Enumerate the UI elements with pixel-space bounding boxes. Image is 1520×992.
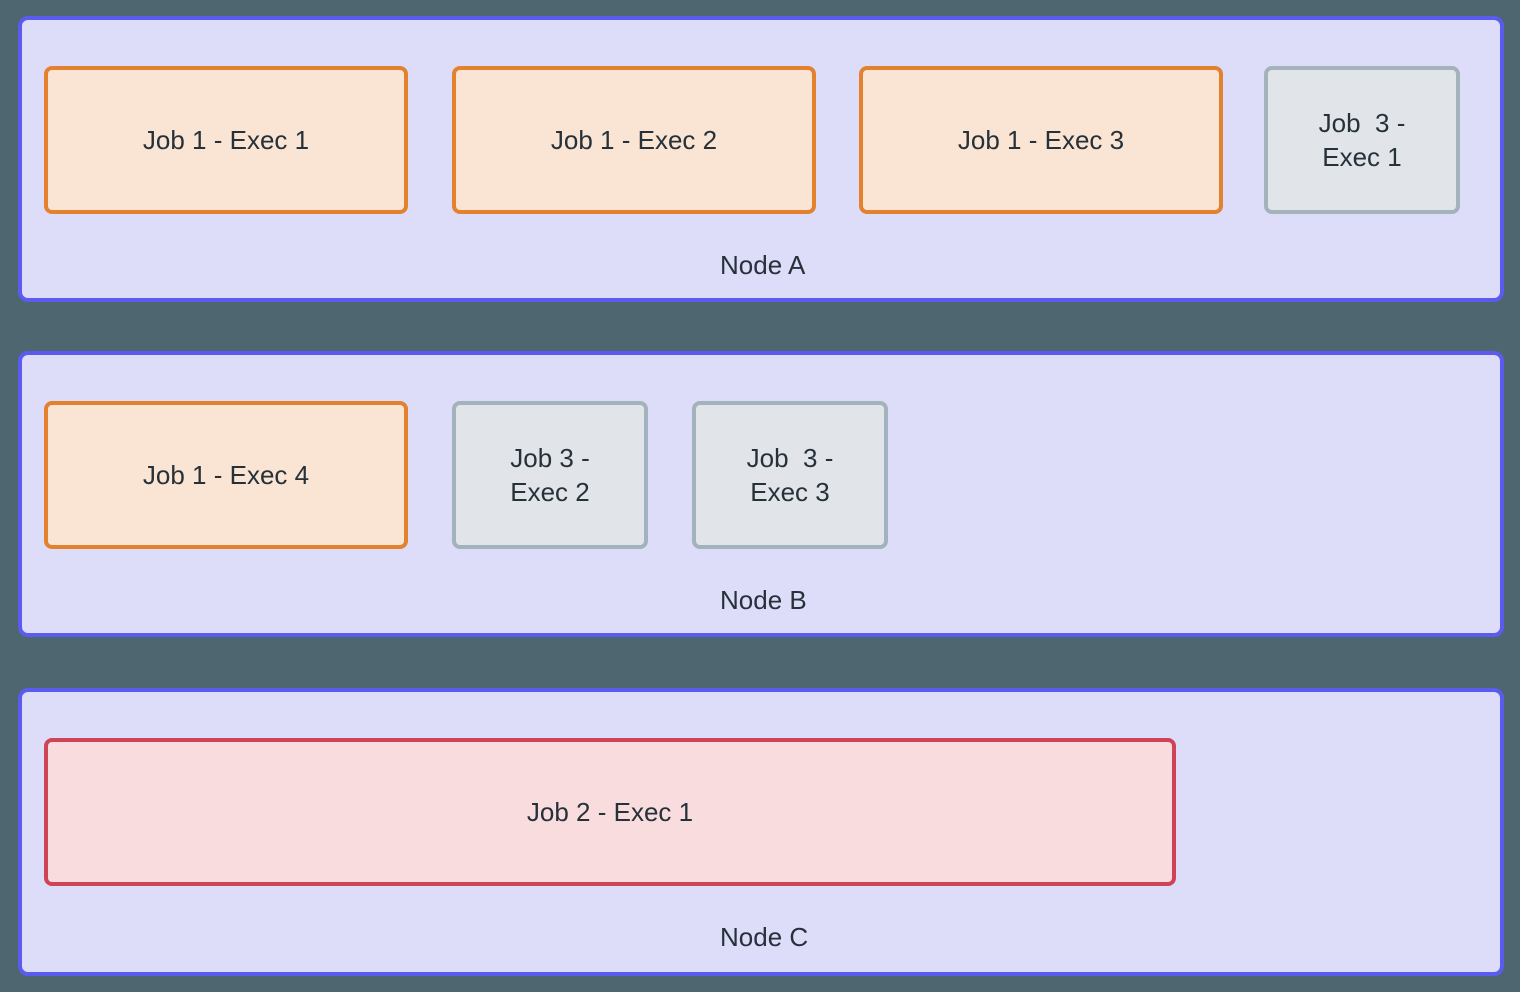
exec-box-job3-exec3[interactable]: Job 3 - Exec 3: [692, 401, 888, 549]
exec-box-job3-exec2[interactable]: Job 3 - Exec 2: [452, 401, 648, 549]
exec-box-job1-exec4[interactable]: Job 1 - Exec 4: [44, 401, 408, 549]
node-label-c: Node C: [720, 922, 809, 952]
exec-box-job1-exec1[interactable]: Job 1 - Exec 1: [44, 66, 408, 214]
node-container-a[interactable]: Job 1 - Exec 1 Job 1 - Exec 2 Job 1 - Ex…: [18, 16, 1504, 302]
node-container-b[interactable]: Job 1 - Exec 4 Job 3 - Exec 2 Job 3 - Ex…: [18, 351, 1504, 637]
exec-box-job1-exec3[interactable]: Job 1 - Exec 3: [859, 66, 1223, 214]
node-label-a: Node A: [720, 250, 806, 280]
exec-box-job2-exec1[interactable]: Job 2 - Exec 1: [44, 738, 1176, 886]
node-label-b: Node B: [720, 585, 807, 615]
exec-box-job1-exec2[interactable]: Job 1 - Exec 2: [452, 66, 816, 214]
node-container-c[interactable]: Job 2 - Exec 1 Node C: [18, 688, 1504, 976]
exec-box-job3-exec1[interactable]: Job 3 - Exec 1: [1264, 66, 1460, 214]
